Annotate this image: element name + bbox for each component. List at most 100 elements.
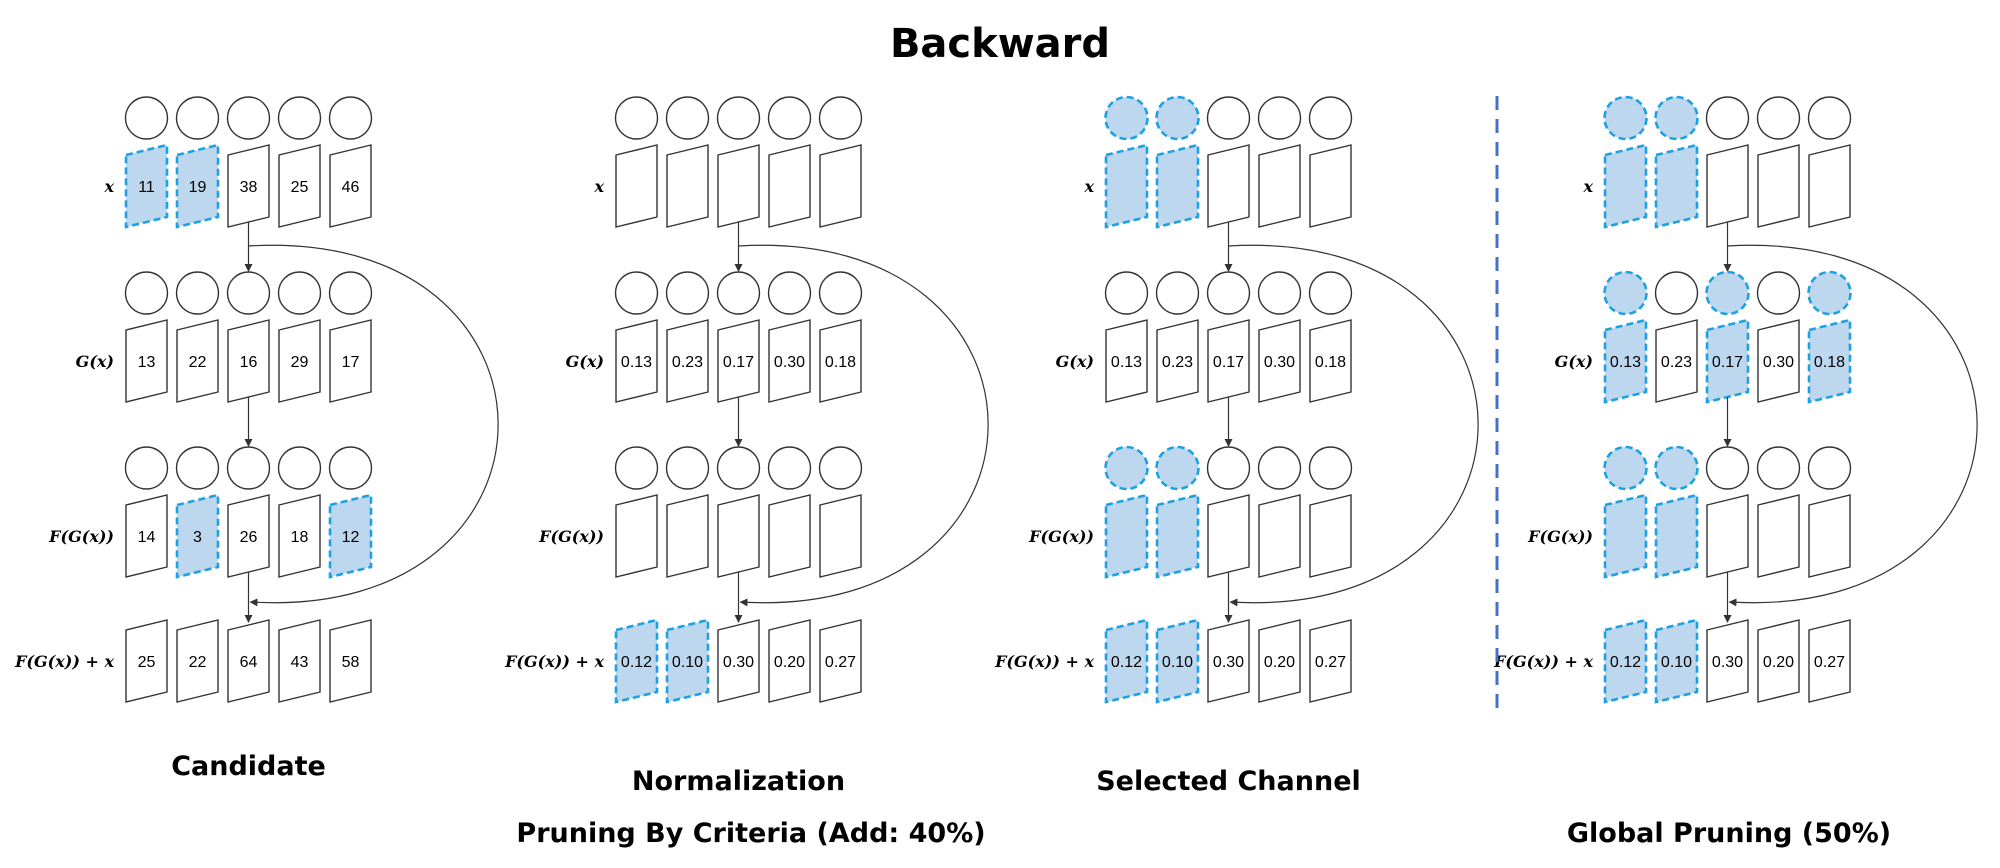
row-label: x <box>1582 177 1593 196</box>
skip-connection-arrow <box>1727 244 1978 607</box>
channel-node <box>818 96 863 140</box>
channel-value: 0.30 <box>1264 354 1295 371</box>
pruned-channel-node <box>1654 95 1699 141</box>
feature-map <box>1757 619 1800 703</box>
channel-node <box>614 446 659 490</box>
pruned-channel-node <box>1104 95 1149 141</box>
feature-map <box>1309 144 1352 228</box>
feature-map <box>1655 319 1698 403</box>
pruned-channel-node <box>1104 445 1149 491</box>
panel-caption: Candidate <box>171 751 326 782</box>
channel-node <box>818 271 863 315</box>
channel-value: 0.10 <box>1162 654 1193 671</box>
channel-value: 0.13 <box>621 354 652 371</box>
channel-value: 0.23 <box>1661 354 1692 371</box>
channel-node <box>1308 446 1353 490</box>
channel-node <box>1756 271 1801 315</box>
channel-node <box>716 446 761 490</box>
channel-value: 0.10 <box>1661 654 1692 671</box>
channel-value: 16 <box>240 354 258 371</box>
feature-map <box>1757 319 1800 403</box>
pruned-channel-node <box>1807 270 1852 316</box>
pruned-feature-map <box>1603 493 1648 579</box>
feature-map <box>1757 144 1800 228</box>
channel-value: 0.13 <box>1111 354 1142 371</box>
feature-map <box>1156 319 1199 403</box>
channel-value: 22 <box>189 354 207 371</box>
row-label: F(G(x)) + x <box>14 652 114 671</box>
layer-row <box>1104 445 1353 579</box>
pruned-feature-map <box>1104 493 1149 579</box>
channel-node <box>1155 271 1200 315</box>
pruned-feature-map <box>328 493 373 579</box>
channel-value: 0.27 <box>825 654 856 671</box>
channel-value: 0.30 <box>1213 654 1244 671</box>
channel-value: 64 <box>240 654 258 671</box>
feature-map <box>176 619 219 703</box>
feature-map <box>768 494 811 578</box>
channel-value: 0.18 <box>1315 354 1346 371</box>
feature-map <box>768 619 811 703</box>
layer-row <box>614 446 863 578</box>
channel-node <box>226 271 271 315</box>
channel-value: 0.20 <box>1264 654 1295 671</box>
channel-value: 18 <box>291 529 309 546</box>
feature-map <box>768 319 811 403</box>
row-label: x <box>103 177 114 196</box>
channel-value: 0.18 <box>1814 354 1845 371</box>
channel-value: 0.20 <box>1763 654 1794 671</box>
channel-value: 0.30 <box>1763 354 1794 371</box>
feature-map <box>1808 144 1851 228</box>
channel-value: 0.23 <box>672 354 703 371</box>
channel-node <box>1257 271 1302 315</box>
feature-map <box>1706 494 1749 578</box>
feature-map <box>227 619 270 703</box>
channel-node <box>175 271 220 315</box>
feature-map <box>125 319 168 403</box>
channel-node <box>1257 96 1302 140</box>
feature-map <box>768 144 811 228</box>
channel-value: 0.18 <box>825 354 856 371</box>
feature-map <box>329 619 372 703</box>
channel-value: 14 <box>138 529 156 546</box>
channel-value: 0.12 <box>1111 654 1142 671</box>
feature-map <box>1258 619 1301 703</box>
channel-value: 43 <box>291 654 309 671</box>
pruned-feature-map <box>1104 143 1149 229</box>
channel-node <box>328 271 373 315</box>
channel-value: 0.17 <box>723 354 754 371</box>
pruned-channel-node <box>1603 445 1648 491</box>
feature-map <box>1808 619 1851 703</box>
channel-node <box>1807 96 1852 140</box>
pruned-channel-node <box>1603 270 1648 316</box>
channel-node <box>277 446 322 490</box>
pruned-feature-map <box>175 493 220 579</box>
skip-connection-arrow <box>738 244 989 607</box>
channel-node <box>1807 446 1852 490</box>
pruned-channel-node <box>1603 95 1648 141</box>
channel-node <box>716 271 761 315</box>
row-label: G(x) <box>1056 352 1094 371</box>
pruned-feature-map <box>614 618 659 704</box>
feature-map <box>1309 319 1352 403</box>
channel-value: 25 <box>138 654 156 671</box>
channel-node <box>1206 96 1251 140</box>
feature-map <box>819 319 862 403</box>
pruned-feature-map <box>1654 493 1699 579</box>
feature-map <box>819 619 862 703</box>
row-label: F(G(x)) <box>48 527 114 546</box>
channel-node <box>124 271 169 315</box>
panel-caption: Normalization <box>632 766 845 797</box>
feature-map <box>1706 619 1749 703</box>
layer-row <box>1603 95 1852 229</box>
feature-map <box>1207 144 1250 228</box>
channel-value: 0.17 <box>1712 354 1743 371</box>
feature-map <box>615 144 658 228</box>
